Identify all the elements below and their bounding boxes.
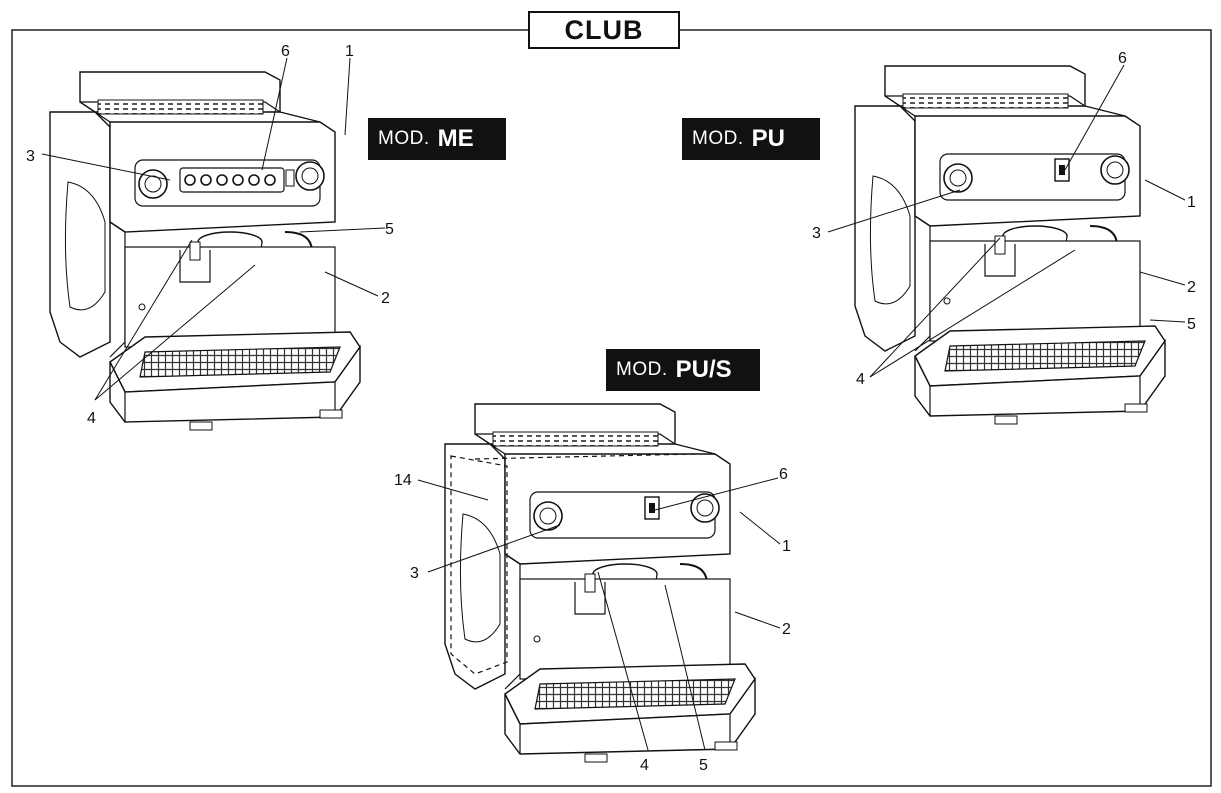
callout-me-5: 5: [385, 221, 394, 238]
leader-lines-pus: [417, 477, 781, 751]
page-title: CLUB: [528, 11, 680, 49]
machine-pus: [444, 403, 756, 763]
machine-pu: [854, 65, 1166, 425]
leader-lines-pu: [827, 64, 1186, 378]
callout-me-3: 3: [26, 148, 35, 165]
callout-pus-5: 5: [699, 757, 708, 774]
model-name: PU/S: [675, 356, 732, 383]
model-prefix: MOD.: [692, 128, 744, 149]
callout-me-1: 1: [345, 43, 354, 60]
model-label-pu: MOD. PU: [682, 118, 820, 160]
callouts-me: 6 1 3 5 2 4: [26, 43, 394, 427]
model-name: PU: [751, 125, 785, 152]
model-label-pus: MOD. PU/S: [606, 349, 760, 391]
model-prefix: MOD.: [616, 359, 668, 380]
callout-pu-1: 1: [1187, 194, 1196, 211]
callout-pus-6: 6: [779, 466, 788, 483]
callout-me-6: 6: [281, 43, 290, 60]
callout-pu-6: 6: [1118, 50, 1127, 67]
callout-pus-1: 1: [782, 538, 791, 555]
model-name: ME: [437, 125, 474, 152]
leader-lines-me: [41, 57, 386, 401]
callout-pu-4: 4: [856, 371, 865, 388]
callout-pus-14: 14: [394, 472, 412, 489]
callout-pus-2: 2: [782, 621, 791, 638]
callout-pus-3: 3: [410, 565, 419, 582]
callout-pu-2: 2: [1187, 279, 1196, 296]
callouts-pu: 6 1 3 2 5 4: [812, 50, 1196, 388]
model-label-me: MOD. ME: [368, 118, 506, 160]
callout-me-2: 2: [381, 290, 390, 307]
callout-pu-5: 5: [1187, 316, 1196, 333]
machine-me: [49, 71, 361, 431]
callout-me-4: 4: [87, 410, 96, 427]
callouts-pus: 14 6 1 3 2 4 5: [394, 466, 791, 774]
callout-pu-3: 3: [812, 225, 821, 242]
callout-pus-4: 4: [640, 757, 649, 774]
model-prefix: MOD.: [378, 128, 430, 149]
